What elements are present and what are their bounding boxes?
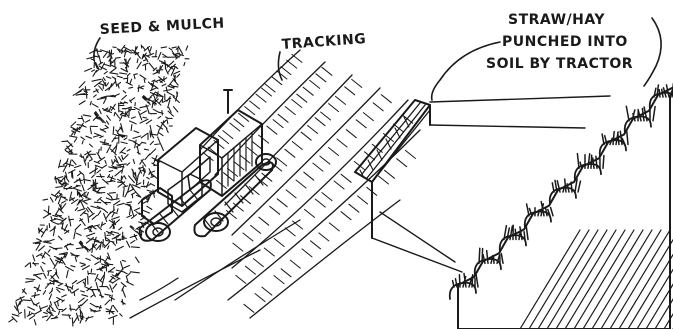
leader-straw-right	[644, 18, 661, 86]
tread-mark-strokes	[203, 54, 415, 312]
label-straw-hay: STRAW/HAY	[508, 12, 605, 28]
seed-mulch-area	[9, 45, 189, 326]
tread-marks	[203, 54, 415, 312]
tractor-wheel	[204, 213, 228, 231]
tractor-wheel	[256, 154, 276, 170]
label-seed-mulch: SEED & MULCH	[99, 15, 225, 38]
leader-tracking	[278, 52, 282, 80]
section-callout-box	[355, 100, 430, 238]
label-punched-into: PUNCHED INTO	[502, 34, 628, 50]
tracking-ground	[130, 50, 420, 318]
enlarged-slope-steps	[450, 83, 673, 329]
label-tracking: TRACKING	[281, 31, 367, 53]
projection-lines	[372, 96, 610, 272]
tractor-engine	[200, 110, 262, 196]
soil-hatch-lines	[520, 230, 673, 329]
mulch-scribbles	[9, 45, 189, 326]
soil-hatching	[520, 230, 673, 329]
label-soil-by-tractor: SOIL BY TRACTOR	[486, 56, 633, 72]
tractor-exhaust	[224, 90, 232, 113]
